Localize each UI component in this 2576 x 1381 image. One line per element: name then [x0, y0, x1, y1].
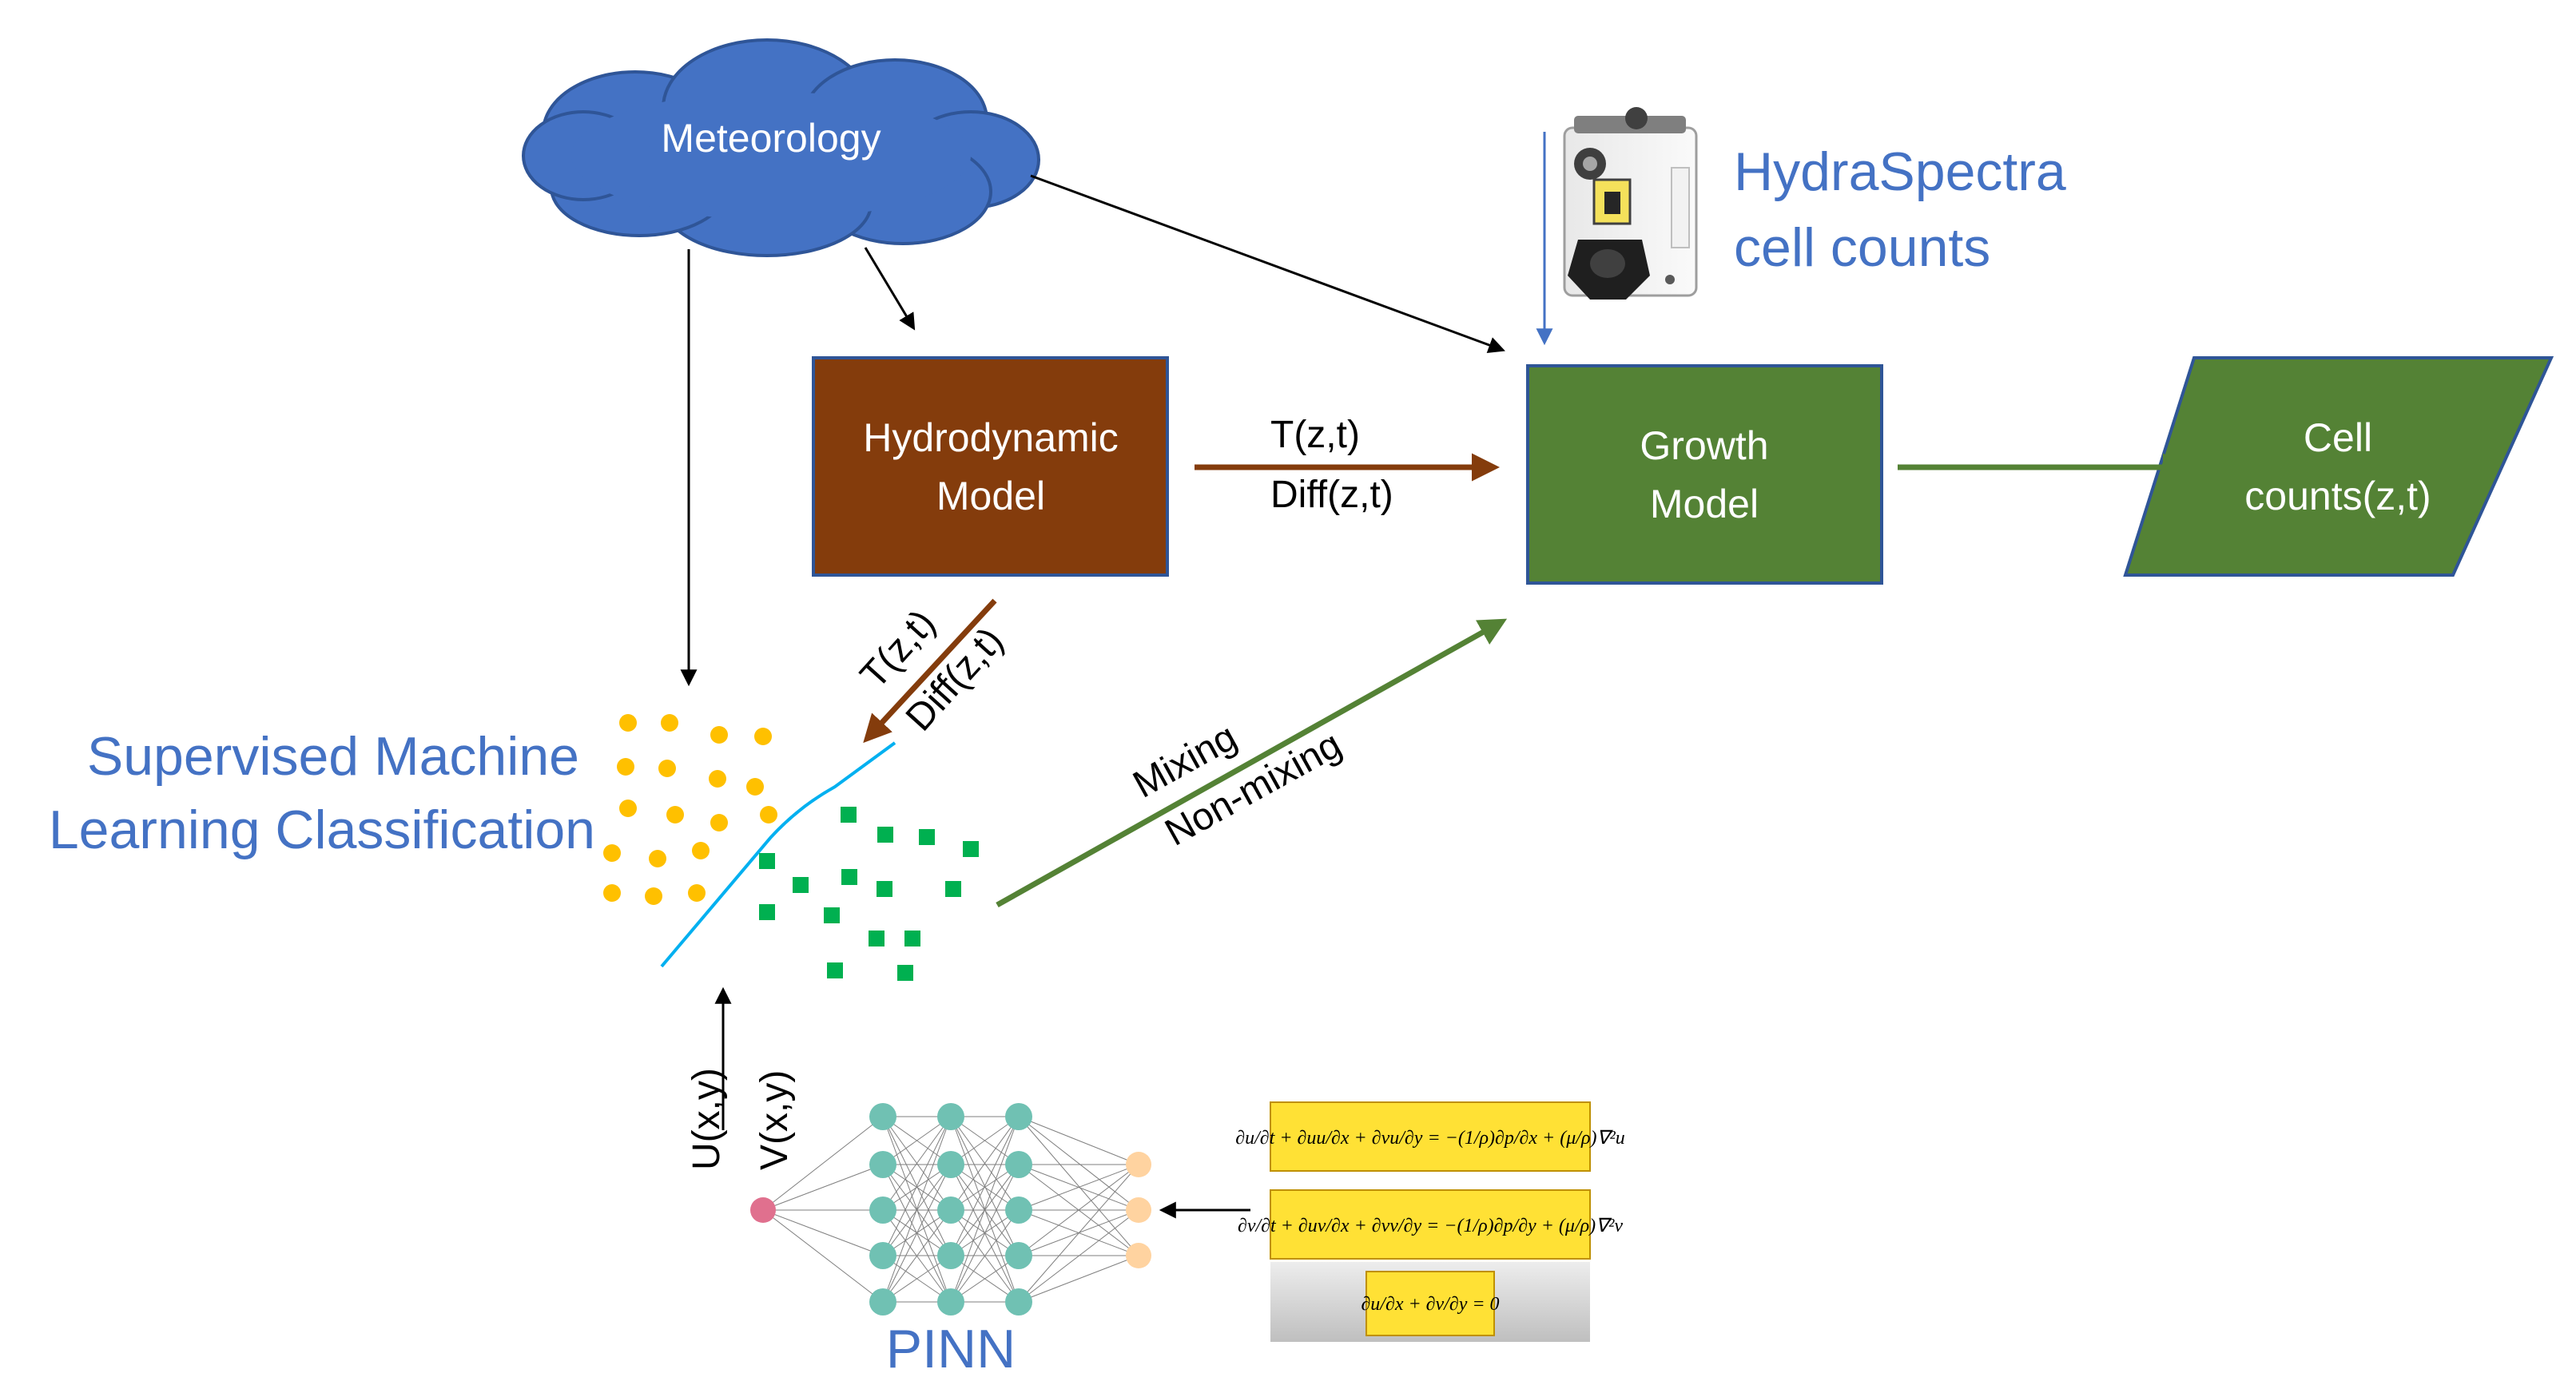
class-a-point: [692, 842, 710, 859]
class-a-point: [661, 714, 678, 732]
growth-label-line1: Growth: [1640, 423, 1768, 468]
class-b-point: [897, 965, 913, 981]
navier-stokes-equations: ∂u/∂t + ∂uu/∂x + ∂vu/∂y = −(1/ρ)∂p/∂x + …: [1235, 1101, 1625, 1342]
edge-hydro-growth-bottom: Diff(z,t): [1270, 474, 1393, 516]
class-b-point: [841, 807, 857, 823]
hydrodynamic-label-line1: Hydrodynamic: [863, 415, 1119, 460]
nn-hidden-layer-1: [869, 1103, 896, 1316]
edge-pinn-ml-bottom: V(x,y): [753, 1070, 796, 1170]
equation-momentum-x: ∂u/∂t + ∂uu/∂x + ∂vu/∂y = −(1/ρ)∂p/∂x + …: [1235, 1128, 1624, 1149]
ml-label-line1: Supervised Machine: [87, 726, 579, 787]
output-label-line2: counts(z,t): [2244, 474, 2431, 518]
class-a-point: [760, 806, 777, 823]
nn-input-node: [750, 1197, 776, 1223]
class-a-point: [710, 726, 728, 744]
output-label-line1: Cell: [2304, 415, 2372, 460]
class-a-point: [658, 760, 676, 777]
growth-label-line2: Model: [1650, 482, 1759, 526]
sensor-device-icon: [1563, 107, 1698, 300]
arrow-hydrodynamic-to-ml: [863, 598, 997, 744]
class-a-point: [619, 800, 637, 817]
nn-output-layer: [1126, 1152, 1151, 1268]
class-b-point: [869, 931, 885, 946]
class-b-point: [904, 931, 920, 946]
class-b-point: [919, 829, 935, 845]
arrow-meteorology-to-hydrodynamic: [864, 247, 916, 331]
arrow-ml-to-growth: [996, 618, 1508, 908]
class-a-point: [603, 884, 621, 902]
pinn-label: PINN: [886, 1319, 1016, 1379]
nn-hidden-layer-2: [937, 1103, 964, 1316]
equation-momentum-y: ∂v/∂t + ∂uv/∂x + ∂vv/∂y = −(1/ρ)∂p/∂y + …: [1238, 1216, 1623, 1236]
meteorology-label: Meteorology: [661, 116, 881, 161]
pinn-network: [750, 1103, 1151, 1316]
class-a-point: [649, 850, 666, 867]
class-a-point: [688, 884, 706, 902]
class-b-point: [793, 877, 809, 893]
class-b-point: [759, 853, 775, 869]
meteorology-cloud: Meteorology: [522, 38, 1040, 257]
class-b-point: [841, 869, 857, 885]
class-b-point: [945, 881, 961, 897]
nn-connections: [762, 1116, 1139, 1303]
decision-boundary: [660, 741, 896, 968]
class-a-point: [666, 806, 684, 823]
sensor-label-line2: cell counts: [1734, 217, 1990, 278]
edge-hydro-growth-top: T(z,t): [1270, 414, 1360, 456]
class-b-point: [963, 841, 979, 857]
class-a-point: [645, 887, 662, 905]
growth-model-box: Growth Model: [1526, 364, 1883, 585]
sensor-label-line1: HydraSpectra: [1734, 141, 2066, 202]
class-a-point: [746, 778, 764, 796]
class-b-point: [827, 962, 843, 978]
hydrodynamic-model-box: Hydrodynamic Model: [812, 356, 1169, 577]
class-b-point: [877, 827, 893, 843]
class-a-point: [709, 770, 726, 788]
arrow-meteorology-to-growth: [1030, 174, 1505, 354]
class-b-point: [877, 881, 892, 897]
class-a-point: [754, 728, 772, 745]
edge-pinn-ml-top: U(x,y): [686, 1068, 728, 1170]
ml-scatter: [603, 714, 979, 981]
class-squares: [759, 807, 979, 981]
class-dots: [603, 714, 777, 905]
hydrodynamic-label-line2: Model: [936, 474, 1045, 518]
class-b-point: [824, 907, 840, 923]
class-a-point: [619, 714, 637, 732]
class-a-point: [617, 758, 634, 776]
class-a-point: [603, 844, 621, 862]
equation-continuity: ∂u/∂x + ∂v/∂y = 0: [1361, 1294, 1499, 1315]
cell-counts-output: Cell counts(z,t): [2123, 356, 2554, 577]
class-b-point: [759, 904, 775, 920]
ml-label-line2: Learning Classification: [49, 800, 595, 860]
nn-hidden-layer-3: [1005, 1103, 1032, 1316]
class-a-point: [710, 814, 728, 831]
